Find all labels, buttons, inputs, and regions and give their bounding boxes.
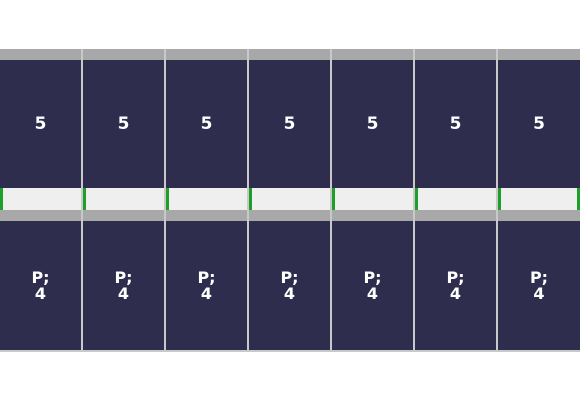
strip-marker — [332, 188, 335, 210]
lower-tile-line1: P; — [529, 267, 549, 287]
grid-column-6: 5 P; 4 — [415, 49, 496, 352]
upper-tile-value: 5 — [449, 114, 462, 134]
upper-tile-value: 5 — [117, 114, 130, 134]
column-top-cap — [415, 49, 496, 60]
separator-strip — [166, 188, 247, 210]
lower-tile[interactable]: P; 4 — [166, 221, 247, 350]
upper-tile-value: 5 — [533, 114, 545, 134]
separator-strip — [498, 188, 580, 210]
lower-tile[interactable]: P; 4 — [498, 221, 580, 350]
lower-tile-line2: 4 — [200, 283, 213, 303]
separator-strip — [83, 188, 164, 210]
upper-tile[interactable]: 5 — [498, 60, 580, 188]
column-top-cap — [332, 49, 413, 60]
column-middle-cap — [332, 210, 413, 221]
separator-strip — [332, 188, 413, 210]
column-top-cap — [498, 49, 580, 60]
lower-tile[interactable]: P; 4 — [249, 221, 330, 350]
lower-tile[interactable]: P; 4 — [83, 221, 164, 350]
upper-tile-value: 5 — [34, 114, 47, 134]
upper-tile[interactable]: 5 — [249, 60, 330, 188]
grid-column-3: 5 P; 4 — [166, 49, 247, 352]
lower-tile-line2: 4 — [117, 283, 130, 303]
lower-tile[interactable]: P; 4 — [332, 221, 413, 350]
separator-strip — [0, 188, 81, 210]
upper-tile[interactable]: 5 — [83, 60, 164, 188]
column-middle-cap — [415, 210, 496, 221]
column-middle-cap — [83, 210, 164, 221]
upper-tile[interactable]: 5 — [332, 60, 413, 188]
grid-column-5: 5 P; 4 — [332, 49, 413, 352]
grid-column-2: 5 P; 4 — [83, 49, 164, 352]
strip-marker — [249, 188, 252, 210]
column-top-cap — [249, 49, 330, 60]
grid-column-4: 5 P; 4 — [249, 49, 330, 352]
upper-tile[interactable]: 5 — [415, 60, 496, 188]
column-middle-cap — [498, 210, 580, 221]
lower-tile-line2: 4 — [533, 283, 545, 303]
lower-tile-line2: 4 — [283, 283, 296, 303]
lower-tile-line1: P; — [280, 267, 299, 287]
lower-tile-line1: P; — [446, 267, 465, 287]
column-middle-cap — [249, 210, 330, 221]
column-top-cap — [83, 49, 164, 60]
lower-tile-line2: 4 — [366, 283, 379, 303]
lower-tile-line1: P; — [114, 267, 133, 287]
column-middle-cap — [0, 210, 81, 221]
grid-column-7: 5 P; 4 — [498, 49, 580, 352]
lower-tile-line1: P; — [31, 267, 50, 287]
lower-tile[interactable]: P; 4 — [0, 221, 81, 350]
column-middle-cap — [166, 210, 247, 221]
upper-tile-value: 5 — [283, 114, 296, 134]
strip-marker — [83, 188, 86, 210]
lower-tile-line2: 4 — [449, 283, 462, 303]
strip-marker — [498, 188, 501, 210]
tile-grid: 5 P; 4 5 P; 4 5 P; — [0, 49, 580, 352]
lower-tile-line1: P; — [363, 267, 382, 287]
strip-marker — [0, 188, 3, 210]
lower-tile-line1: P; — [197, 267, 216, 287]
upper-tile[interactable]: 5 — [0, 60, 81, 188]
strip-marker-end — [577, 188, 580, 210]
upper-tile-value: 5 — [366, 114, 379, 134]
column-top-cap — [166, 49, 247, 60]
separator-strip — [415, 188, 496, 210]
strip-marker — [166, 188, 169, 210]
column-top-cap — [0, 49, 81, 60]
upper-tile[interactable]: 5 — [166, 60, 247, 188]
separator-strip — [249, 188, 330, 210]
grid-column-1: 5 P; 4 — [0, 49, 81, 352]
lower-tile[interactable]: P; 4 — [415, 221, 496, 350]
strip-marker — [415, 188, 418, 210]
lower-tile-line2: 4 — [34, 283, 47, 303]
upper-tile-value: 5 — [200, 114, 213, 134]
